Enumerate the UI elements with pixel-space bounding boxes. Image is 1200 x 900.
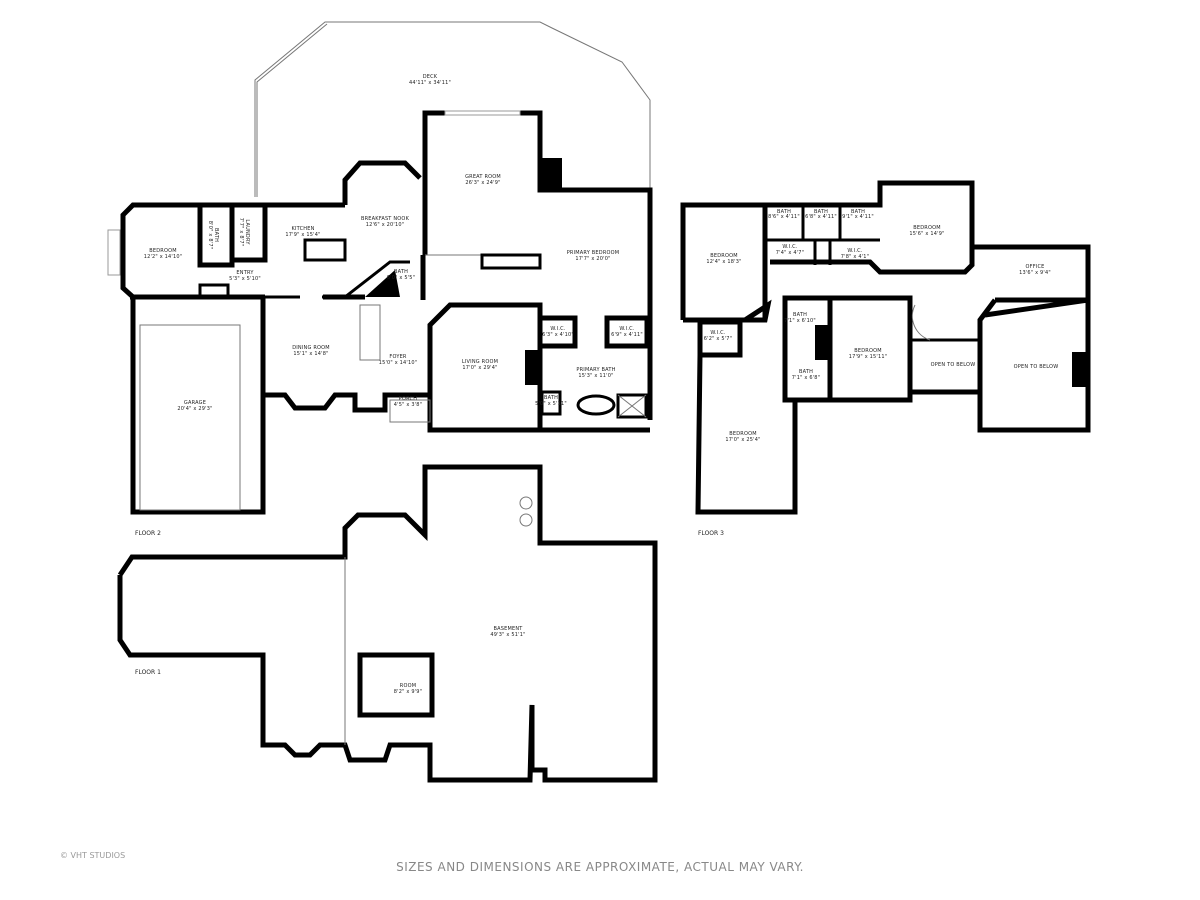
room-dims: 44'11" x 34'11" bbox=[409, 80, 451, 86]
room-dims: 6'0" x 5'5" bbox=[387, 275, 415, 281]
room-dims: 7'7" x 8'7" bbox=[238, 218, 244, 246]
floor-label: FLOOR 1 bbox=[135, 669, 161, 676]
room-name: DINING ROOM bbox=[292, 345, 330, 351]
floor-label: FLOOR 3 bbox=[698, 530, 724, 537]
room-dims: 17'9" x 15'4" bbox=[285, 232, 320, 238]
room-name: BATH bbox=[213, 228, 219, 242]
room-name: BATH bbox=[793, 312, 807, 318]
room-name: BATH bbox=[814, 209, 828, 215]
room-dims: 12'2" x 14'10" bbox=[144, 254, 183, 260]
room-dims: 26'3" x 24'9" bbox=[465, 180, 500, 186]
room-name: BREAKFAST NOOK bbox=[361, 216, 410, 222]
room-name: W.I.C. bbox=[710, 330, 726, 336]
room-name: PRIMARY BEDROOM bbox=[567, 250, 620, 256]
room-name: LAUNDRY bbox=[244, 219, 250, 245]
floor-3-labels: BATH 8'6" x 4'11" BATH 6'8" x 4'11" BATH… bbox=[698, 209, 1058, 537]
room-dims: 7'8" x 4'1" bbox=[841, 254, 869, 260]
room-name: ROOM bbox=[400, 683, 416, 689]
floor-1-labels: BASEMENT 49'3" x 51'1" ROOM 8'2" x 9'9" … bbox=[135, 626, 525, 695]
room-name: OPEN TO BELOW bbox=[1014, 364, 1059, 370]
room-name: BEDROOM bbox=[710, 253, 738, 259]
room-name: OFFICE bbox=[1025, 264, 1044, 270]
room-dims: 8'0" x 8'7" bbox=[207, 221, 213, 249]
room-name: BEDROOM bbox=[854, 348, 882, 354]
room-name: W.I.C. bbox=[619, 326, 635, 332]
room-dims: 20'4" x 29'3" bbox=[177, 406, 212, 412]
floor-2-plan bbox=[107, 21, 653, 515]
room-dims: 7'1" x 6'10" bbox=[784, 318, 816, 324]
room-dims: 13'6" x 9'4" bbox=[1019, 270, 1051, 276]
room-name: GARAGE bbox=[184, 400, 206, 406]
room-name: OPEN TO BELOW bbox=[931, 362, 976, 368]
room-dims: 15'3" x 11'0" bbox=[578, 373, 613, 379]
room-dims: 7'4" x 4'7" bbox=[776, 250, 804, 256]
room-dims: 15'6" x 14'9" bbox=[909, 231, 944, 237]
room-name: BATH bbox=[799, 369, 813, 375]
room-name: BATH bbox=[851, 209, 865, 215]
copyright-text: © VHT STUDIOS bbox=[60, 851, 126, 860]
room-name: BEDROOM bbox=[729, 431, 757, 437]
room-dims: 17'0" x 29'4" bbox=[462, 365, 497, 371]
room-name: W.I.C. bbox=[847, 248, 863, 254]
room-name: PRIMARY BATH bbox=[576, 367, 615, 373]
room-name: KITCHEN bbox=[291, 226, 314, 232]
floor-1-plan bbox=[117, 464, 658, 783]
room-name: ENTRY bbox=[236, 270, 254, 276]
room-dims: 6'8" x 4'11" bbox=[805, 214, 837, 220]
room-dims: 7'1" x 6'8" bbox=[792, 375, 820, 381]
deck-outline bbox=[254, 21, 651, 197]
room-dims: 12'6" x 20'10" bbox=[366, 222, 405, 228]
room-dims: 5'3" x 5'10" bbox=[229, 276, 261, 282]
room-dims: 12'4" x 18'3" bbox=[706, 259, 741, 265]
room-dims: 15'1" x 14'8" bbox=[293, 351, 328, 357]
room-dims: 15'0" x 14'10" bbox=[379, 360, 418, 366]
room-name: GREAT ROOM bbox=[465, 174, 501, 180]
room-name: BEDROOM bbox=[149, 248, 177, 254]
disclaimer-text: SIZES AND DIMENSIONS ARE APPROXIMATE, AC… bbox=[396, 860, 804, 874]
room-dims: 17'9" x 15'11" bbox=[849, 354, 888, 360]
room-name: PORCH bbox=[399, 396, 417, 402]
room-dims: 4'5" x 3'8" bbox=[394, 402, 422, 408]
room-dims: 17'0" x 25'4" bbox=[725, 437, 760, 443]
room-name: BEDROOM bbox=[913, 225, 941, 231]
room-name: BASEMENT bbox=[493, 626, 523, 632]
room-name: LIVING ROOM bbox=[462, 359, 498, 365]
room-dims: 8'2" x 9'9" bbox=[394, 689, 422, 695]
room-name: FOYER bbox=[389, 354, 407, 360]
room-name: W.I.C. bbox=[782, 244, 798, 250]
room-dims: 6'2" x 5'7" bbox=[704, 336, 732, 342]
room-dims: 17'7" x 20'0" bbox=[575, 256, 610, 262]
room-dims: 49'3" x 51'1" bbox=[490, 632, 525, 638]
room-name: W.I.C. bbox=[550, 326, 566, 332]
room-dims: 6'3" x 4'10" bbox=[542, 332, 574, 338]
floor-3-plan bbox=[680, 180, 1091, 515]
room-name: DECK bbox=[423, 74, 438, 80]
room-name: BATH bbox=[777, 209, 791, 215]
room-dims: 9'1" x 4'11" bbox=[842, 214, 874, 220]
room-name: BATH bbox=[544, 395, 558, 401]
room-name: BATH bbox=[394, 269, 408, 275]
room-dims: 5'0" x 5'11" bbox=[535, 401, 567, 407]
floor-2-labels: DECK 44'11" x 34'11" GREAT ROOM 26'3" x … bbox=[135, 74, 643, 537]
floor-label: FLOOR 2 bbox=[135, 530, 161, 537]
room-dims: 6'9" x 4'11" bbox=[611, 332, 643, 338]
room-dims: 8'6" x 4'11" bbox=[768, 214, 800, 220]
